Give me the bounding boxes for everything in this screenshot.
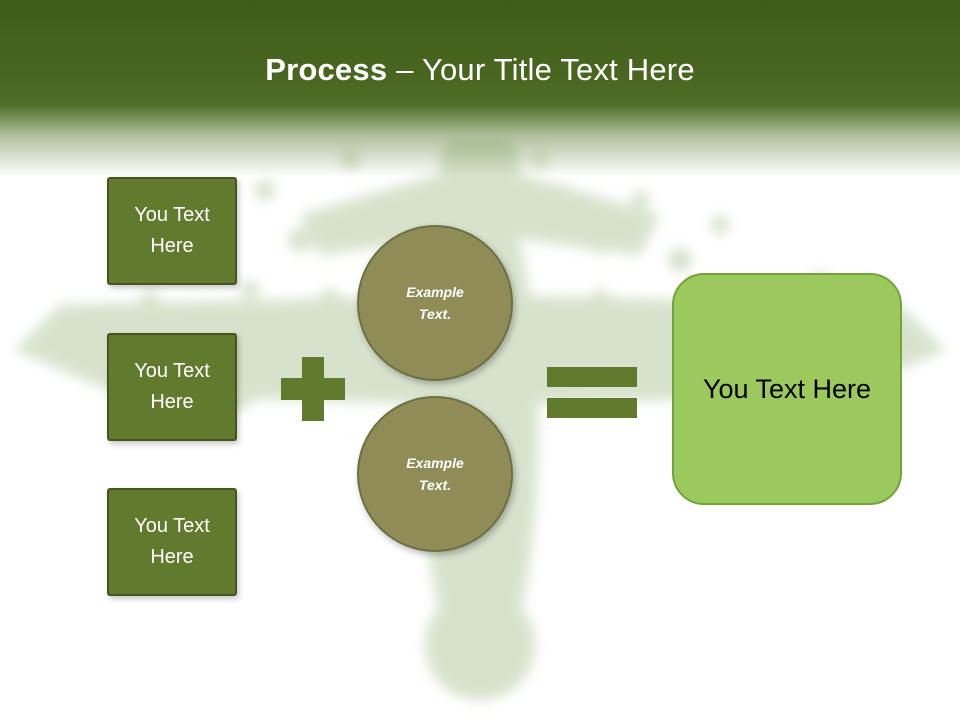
input-box-3: You Text Here bbox=[107, 488, 237, 596]
input-box-2: You Text Here bbox=[107, 333, 237, 441]
title-rest: – Your Title Text Here bbox=[396, 52, 695, 87]
equals-bottom-bar bbox=[547, 398, 637, 418]
example-circle-label: Example Text. bbox=[406, 283, 464, 322]
input-box-label: You Text Here bbox=[134, 515, 210, 568]
example-circle-1: Example Text. bbox=[357, 225, 513, 381]
example-circle-2: Example Text. bbox=[357, 396, 513, 552]
page-title: Process– Your Title Text Here bbox=[0, 52, 960, 88]
equals-top-bar bbox=[547, 367, 637, 387]
plus-operator-icon bbox=[281, 357, 345, 421]
input-box-label: You Text Here bbox=[134, 360, 210, 413]
plus-vertical-bar bbox=[302, 357, 324, 421]
header-band bbox=[0, 0, 960, 180]
result-box: You Text Here bbox=[672, 273, 902, 505]
title-emphasis: Process bbox=[265, 52, 388, 87]
equals-operator-icon bbox=[547, 367, 637, 419]
input-box-1: You Text Here bbox=[107, 177, 237, 285]
result-box-label: You Text Here bbox=[702, 373, 872, 404]
example-circle-label: Example Text. bbox=[406, 454, 464, 493]
input-box-label: You Text Here bbox=[134, 204, 210, 257]
